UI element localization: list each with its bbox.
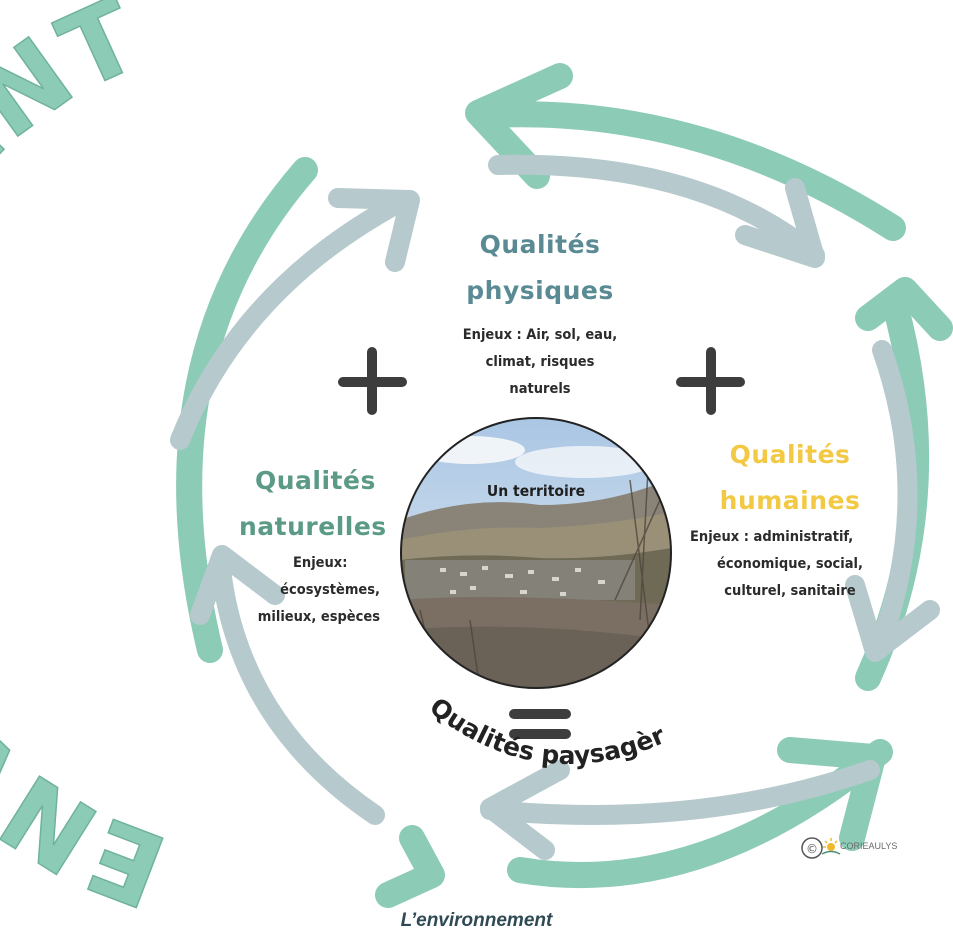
humaines-enjeux-line2: économique, social, bbox=[717, 556, 863, 572]
humaines-title-line2: humaines bbox=[719, 486, 861, 515]
inner-cycle-arrows bbox=[170, 154, 940, 860]
inner-arrow-right-head bbox=[845, 575, 940, 662]
corieaulys-logo-text: CORIEAULYS bbox=[840, 841, 898, 851]
physiques-title-line1: Qualités bbox=[479, 230, 601, 259]
inner-arrow-upper-left bbox=[170, 195, 405, 450]
humaines-enjeux-line1: Enjeux : administratif, bbox=[690, 529, 854, 545]
inner-arrow-right bbox=[868, 340, 918, 660]
inner-arrow-upper-left-head bbox=[328, 188, 420, 272]
outer-arrow-bottom-head bbox=[777, 737, 886, 851]
inner-arrow-lower-left bbox=[210, 550, 385, 825]
outer-arrow-right-head bbox=[855, 277, 953, 341]
copyright-symbol: © bbox=[806, 842, 818, 856]
inner-arrow-top-right-head bbox=[735, 178, 825, 268]
environnement-word-path: ENVIRONNEMENT bbox=[0, 0, 179, 930]
physiques-block: Qualités physiques Enjeux : Air, sol, ea… bbox=[430, 222, 650, 403]
inner-arrow-lower-left-head bbox=[190, 545, 285, 625]
plus-right-icon bbox=[676, 347, 745, 415]
naturelles-enjeux-line2: écosystèmes, bbox=[280, 582, 380, 598]
humaines-title-line1: Qualités bbox=[729, 440, 851, 469]
environnement-word: ENVIRONNEMENT bbox=[0, 0, 180, 929]
physiques-title-line2: physiques bbox=[466, 276, 614, 305]
caption: L’environnement bbox=[400, 910, 553, 931]
naturelles-title-line2: naturelles bbox=[239, 512, 387, 541]
corieaulys-logo-icon bbox=[821, 838, 841, 855]
inner-arrow-bottom-head bbox=[480, 760, 570, 860]
naturelles-enjeux-line3: milieux, espèces bbox=[257, 609, 380, 625]
humaines-block: Qualités humaines Enjeux : administratif… bbox=[690, 432, 890, 605]
operators bbox=[338, 347, 745, 739]
physiques-enjeux-line2: climat, risques bbox=[485, 354, 595, 370]
inner-arrow-top-right bbox=[488, 154, 825, 265]
naturelles-title-line1: Qualités bbox=[255, 466, 376, 495]
naturelles-block: Qualités naturelles Enjeux: écosystèmes,… bbox=[215, 458, 387, 631]
physiques-enjeux-line1: Enjeux : Air, sol, eau, bbox=[462, 327, 618, 343]
plus-left-icon bbox=[338, 347, 407, 415]
territoire-label: Un territoire bbox=[486, 482, 586, 500]
copyright-icon: © bbox=[801, 837, 823, 859]
territory-photo bbox=[400, 417, 672, 689]
outer-arrow-top bbox=[477, 101, 906, 241]
physiques-enjeux-line3: naturels bbox=[509, 381, 571, 397]
naturelles-enjeux-line1: Enjeux: bbox=[293, 555, 348, 571]
outer-arrow-left-head bbox=[375, 825, 445, 908]
inner-arrow-bottom bbox=[480, 760, 880, 825]
equals-icon bbox=[509, 709, 571, 739]
humaines-enjeux-line3: culturel, sanitaire bbox=[724, 583, 856, 599]
